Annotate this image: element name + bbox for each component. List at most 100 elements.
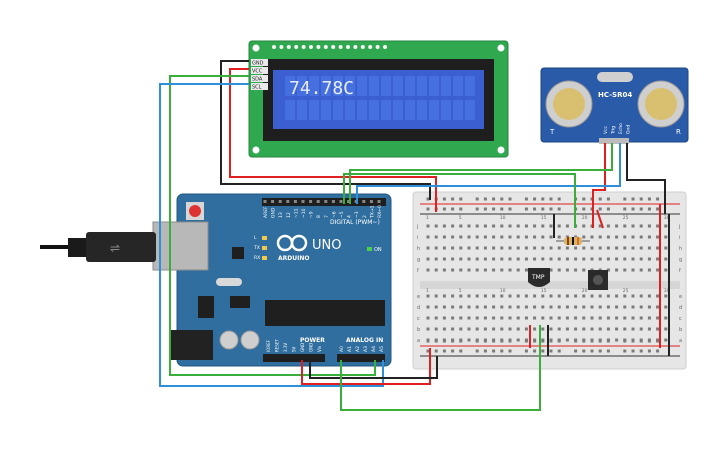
lcd-top-pin [286,45,291,49]
breadboard-hole [467,294,471,298]
breadboard-hole [664,294,668,298]
wire-sensor-vcc [592,143,606,228]
lcd-top-pin [279,45,284,49]
breadboard-hole [483,257,487,261]
resistor-band [577,237,579,245]
lcd-cell [321,100,331,120]
analog-label: ANALOG IN [346,337,383,344]
rail-hole [451,197,455,201]
push-button-cap[interactable] [593,275,603,285]
breadboard-hole [516,338,520,342]
breadboard-hole [500,316,504,320]
rail-hole [623,339,627,343]
breadboard-hole [451,246,455,250]
breadboard-hole [533,224,537,228]
breadboard-hole [615,235,619,239]
breadboard-hole [426,316,430,320]
breadboard-hole [475,224,479,228]
breadboard-hole [590,316,594,320]
breadboard-hole [541,257,545,261]
wire-sensor-gnd [626,143,666,214]
breadboard-hole [557,246,561,250]
breadboard-hole [442,305,446,309]
breadboard-hole [656,294,660,298]
breadboard-hole [426,327,430,331]
row-letter: j [416,224,418,230]
lcd-top-pin [323,45,328,49]
lcd-text: 74.78C [289,78,354,99]
breadboard-hole [508,246,512,250]
rail-hole [500,207,504,211]
breadboard-hole [549,305,553,309]
lcd-cell [333,100,343,120]
breadboard-hole [623,305,627,309]
column-number: 5 [459,215,462,221]
reset-button[interactable] [189,205,201,217]
rail-hole [426,349,430,353]
rail-hole [631,339,635,343]
breadboard-hole [442,246,446,250]
breadboard-hole [451,235,455,239]
analog-pin-label: A5 [379,346,385,352]
rail-hole [598,349,602,353]
rail-hole [459,349,463,353]
breadboard-hole [467,338,471,342]
digital-pin-label: GND [271,207,277,218]
lcd-top-pin [272,45,276,49]
breadboard-hole [549,224,553,228]
breadboard-hole [426,246,430,250]
breadboard-hole [459,305,463,309]
breadboard-holes [426,197,668,353]
breadboard-hole [623,224,627,228]
small-chip [230,296,250,308]
breadboard-hole [623,246,627,250]
breadboard-hole [549,327,553,331]
wire-a0-temp [340,325,541,411]
breadboard-hole [549,257,553,261]
push-button[interactable] [588,270,608,290]
lcd-cell [321,76,331,96]
rail-hole [451,207,455,211]
digital-label: DIGITAL (PWM~) [330,219,380,226]
breadboard-hole [656,316,660,320]
row-letter: j [678,224,680,230]
rail-hole [582,349,586,353]
breadboard-hole [557,294,561,298]
breadboard-hole [516,257,520,261]
breadboard-hole [639,327,643,331]
rail-hole [656,349,660,353]
row-letter: g [417,257,420,263]
lcd-top-pin [368,45,373,49]
rail-hole [442,207,446,211]
breadboard-hole [442,257,446,261]
digital-pin-hole [309,200,313,203]
power-pin-label: 5V [292,346,297,352]
column-number: 30 [664,215,670,221]
breadboard-hole [492,327,496,331]
breadboard-hole [647,257,651,261]
breadboard-hole [606,305,610,309]
breadboard-hole [467,257,471,261]
breadboard-hole [533,257,537,261]
breadboard-hole [574,294,578,298]
breadboard-hole [516,246,520,250]
row-letter: c [679,316,682,322]
digital-pin-hole [362,200,366,203]
breadboard-hole [582,268,586,272]
rail-hole [606,197,610,201]
column-number: 10 [500,288,506,294]
row-letter: c [417,316,420,322]
breadboard-hole [483,224,487,228]
row-letter: b [679,327,682,333]
breadboard-hole [500,268,504,272]
column-number: 5 [459,288,462,294]
rail-hole [623,197,627,201]
digital-pin-hole [316,200,320,203]
rail-hole [426,197,430,201]
lcd-cell [345,76,355,96]
rail-hole [475,197,479,201]
breadboard-hole [639,257,643,261]
rail-hole [434,339,438,343]
